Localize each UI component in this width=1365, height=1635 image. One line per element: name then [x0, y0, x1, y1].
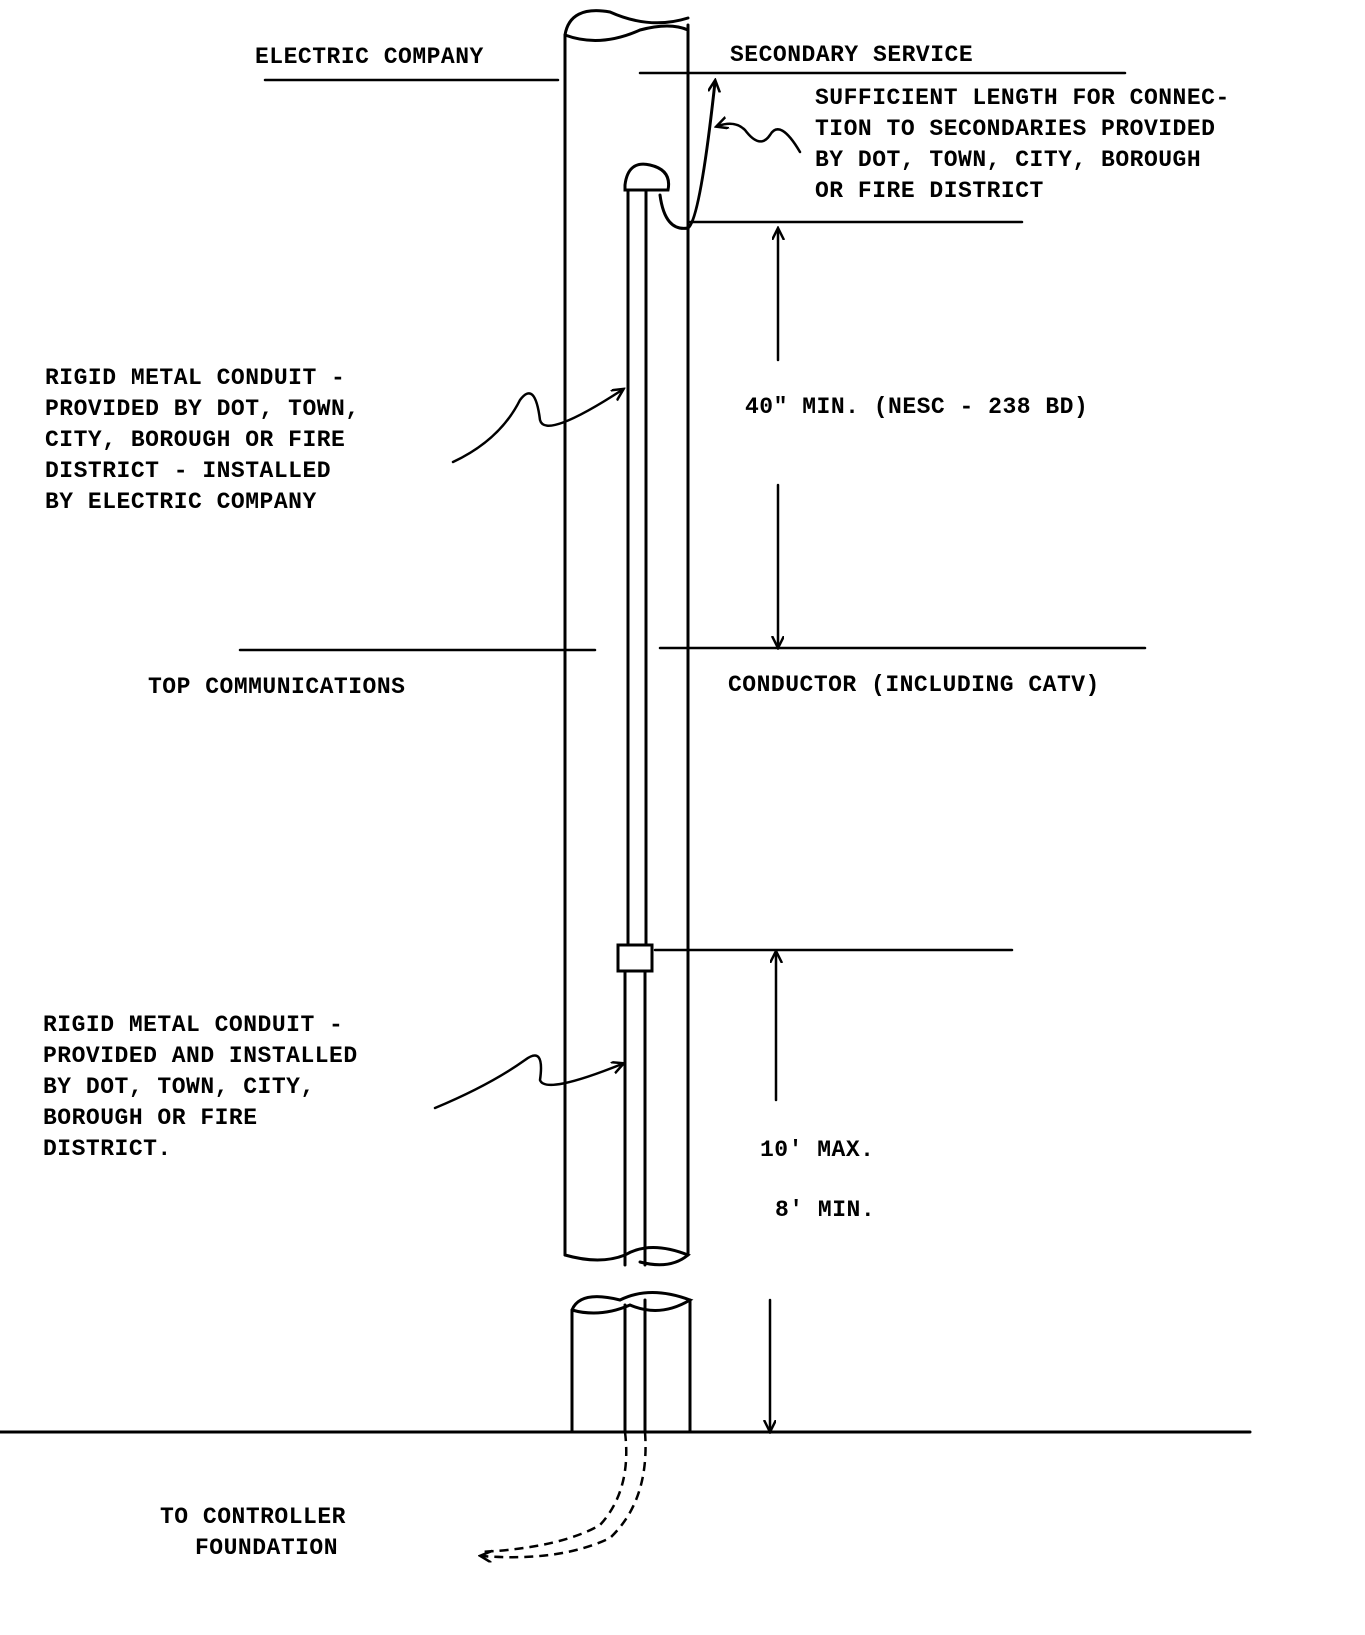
utility-pole-lower: [570, 1291, 694, 1434]
lower-conduit-note: RIGID METAL CONDUIT - PROVIDED AND INSTA…: [43, 1010, 358, 1165]
dimension-arrows: [770, 230, 778, 1430]
note-line: BY DOT, TOWN, CITY,: [43, 1074, 315, 1100]
min-8-label: 8' MIN.: [775, 1197, 876, 1223]
note-line: PROVIDED BY DOT, TOWN,: [45, 396, 360, 422]
leader-arrows: [433, 124, 802, 1110]
note-line: TION TO SECONDARIES PROVIDED: [815, 116, 1216, 142]
note-line: DISTRICT.: [43, 1136, 172, 1162]
note-line: CITY, BOROUGH OR FIRE: [45, 427, 346, 453]
note-line: BY ELECTRIC COMPANY: [45, 489, 317, 515]
top-communications-label: TOP COMMUNICATIONS: [148, 674, 406, 700]
note-line: RIGID METAL CONDUIT -: [43, 1012, 344, 1038]
note-line: BY DOT, TOWN, CITY, BOROUGH: [815, 147, 1202, 173]
note-line: SUFFICIENT LENGTH FOR CONNEC-: [815, 85, 1230, 111]
max-10-label: 10' MAX.: [760, 1137, 875, 1163]
note-line: DISTRICT - INSTALLED: [45, 458, 332, 484]
upper-conduit-note: RIGID METAL CONDUIT - PROVIDED BY DOT, T…: [45, 363, 360, 518]
electric-company-label: ELECTRIC COMPANY: [255, 44, 484, 70]
utility-pole-upper: [563, 9, 691, 1267]
reference-lines: [0, 71, 1252, 1434]
service-cable: [658, 82, 715, 230]
conductor-label: CONDUCTOR (INCLUDING CATV): [728, 672, 1100, 698]
note-line: RIGID METAL CONDUIT -: [45, 365, 346, 391]
clearance-40-label: 40" MIN. (NESC - 238 BD): [745, 394, 1089, 420]
note-line: PROVIDED AND INSTALLED: [43, 1043, 358, 1069]
note-line: BOROUGH OR FIRE: [43, 1105, 258, 1131]
secondary-service-label: SECONDARY SERVICE: [730, 42, 974, 68]
note-line: OR FIRE DISTRICT: [815, 178, 1044, 204]
sufficient-length-note: SUFFICIENT LENGTH FOR CONNEC- TION TO SE…: [815, 83, 1230, 207]
rigid-metal-conduit: [480, 162, 671, 1557]
foundation-label: FOUNDATION: [195, 1535, 339, 1561]
to-controller-label: TO CONTROLLER: [160, 1504, 346, 1530]
